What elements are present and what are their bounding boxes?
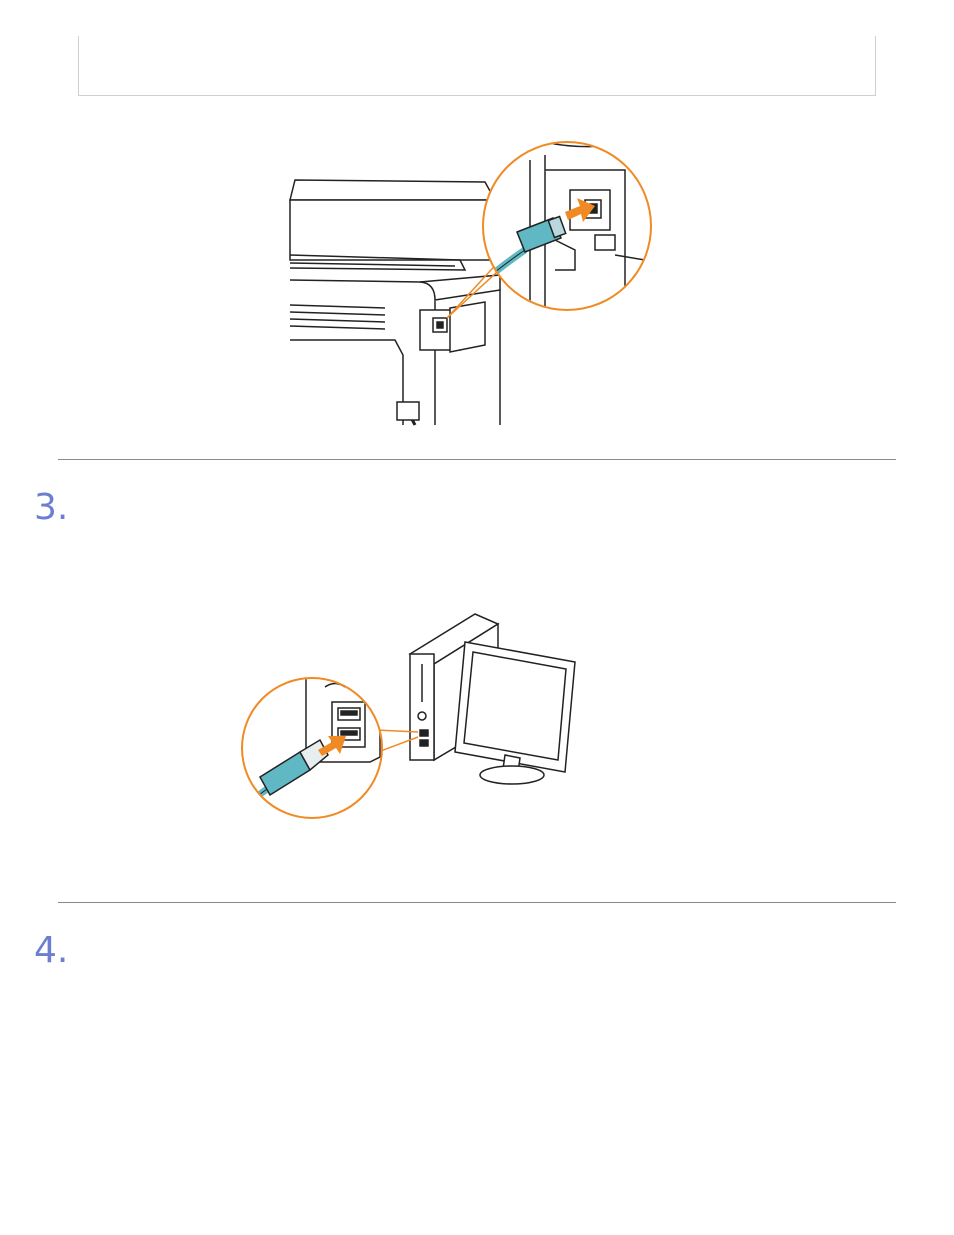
printer-body [290,180,515,425]
step-number: 3. [34,490,68,526]
section-divider [58,902,896,903]
zoom-circle [483,140,651,310]
step-number: 4. [34,933,68,969]
printer-usb-illustration [285,140,655,430]
section-divider [58,459,896,460]
monitor [455,642,575,784]
zoom-circle [240,672,382,818]
note-box [78,36,876,96]
computer-usb-illustration [240,612,580,822]
